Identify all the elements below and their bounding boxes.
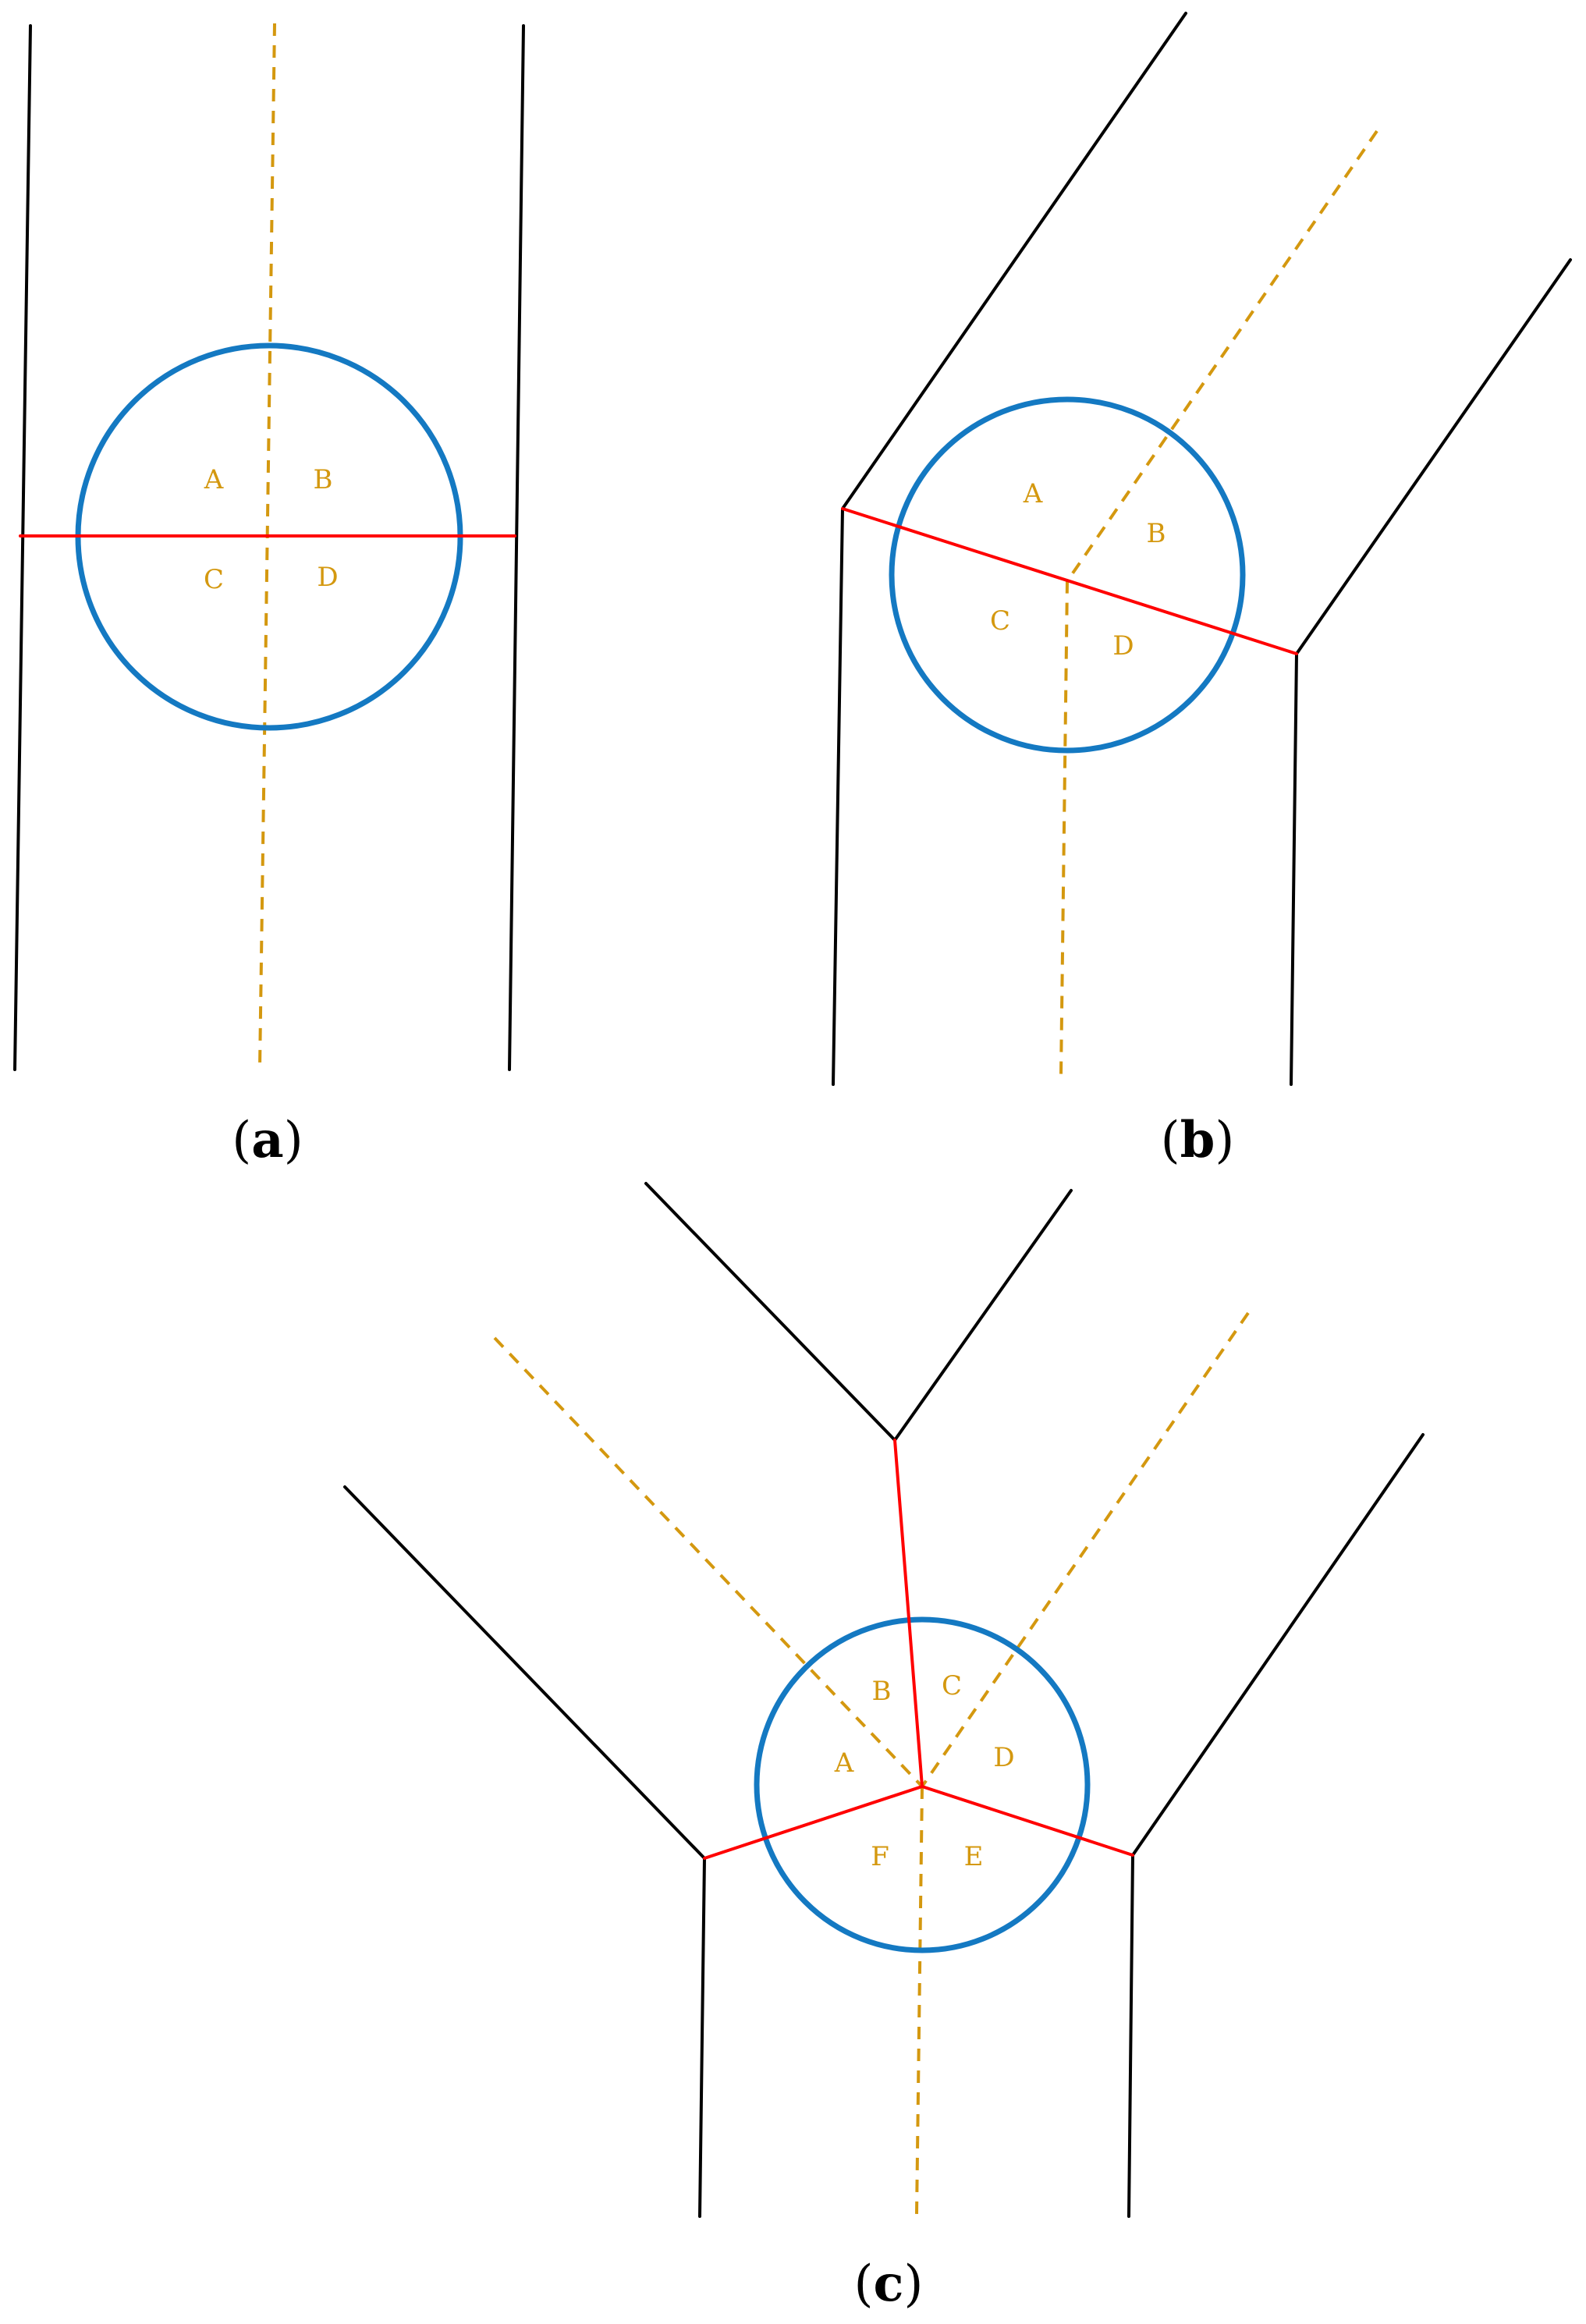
panel-b-caption: (b) <box>1161 1111 1235 1169</box>
panel-c-top-cut-line <box>893 1439 924 1788</box>
panel-a-left-wall <box>13 24 32 1071</box>
panel-c-region-label: A <box>834 1747 854 1779</box>
panel-c-region-label: C <box>942 1670 962 1701</box>
panel-a: A B C D (a) <box>13 23 525 1169</box>
panel-a-region-label: B <box>314 464 333 495</box>
panel-c-region-label: D <box>993 1742 1014 1773</box>
panel-a-caption: (a) <box>232 1111 303 1169</box>
panel-b-circle <box>889 396 1246 754</box>
panel-c-bottom-centerline <box>915 1786 924 2215</box>
panel-c-region-label: E <box>964 1841 984 1872</box>
panel-c-right-centerline <box>921 1311 1250 1788</box>
panel-c-circle <box>754 1616 1091 1953</box>
panel-c-left-wall <box>343 1485 707 2218</box>
panel-a-region-label: A <box>204 464 224 495</box>
panel-b-centerline <box>1059 130 1378 1076</box>
panel-c-left-centerline <box>493 1336 924 1788</box>
panel-b-region-label: D <box>1112 630 1134 662</box>
panel-a-centerline <box>258 23 276 1069</box>
panel-c: A B C D E F (c) <box>343 1182 1425 2313</box>
panel-a-region-label: C <box>204 564 224 595</box>
panel-b-left-wall <box>832 12 1187 1086</box>
panel-b-region-label: B <box>1147 518 1166 549</box>
panel-b: A B C D (b) <box>832 12 1572 1169</box>
panel-b-region-label: A <box>1023 478 1043 509</box>
panel-c-left-cut-line <box>703 1785 924 1860</box>
panel-b-right-wall <box>1290 258 1572 1086</box>
panel-c-right-wall <box>1127 1433 1425 2218</box>
panel-c-caption: (c) <box>854 2255 924 2313</box>
panel-c-region-label: F <box>871 1841 889 1872</box>
panel-c-right-cut-line <box>921 1785 1134 1857</box>
panel-b-cut-line <box>841 507 1298 655</box>
panel-c-top-wall <box>644 1182 1073 1443</box>
panel-a-right-wall <box>508 24 525 1071</box>
panel-b-region-label: C <box>990 605 1010 637</box>
panel-c-region-label: B <box>872 1676 892 1707</box>
panel-a-region-label: D <box>317 562 338 593</box>
